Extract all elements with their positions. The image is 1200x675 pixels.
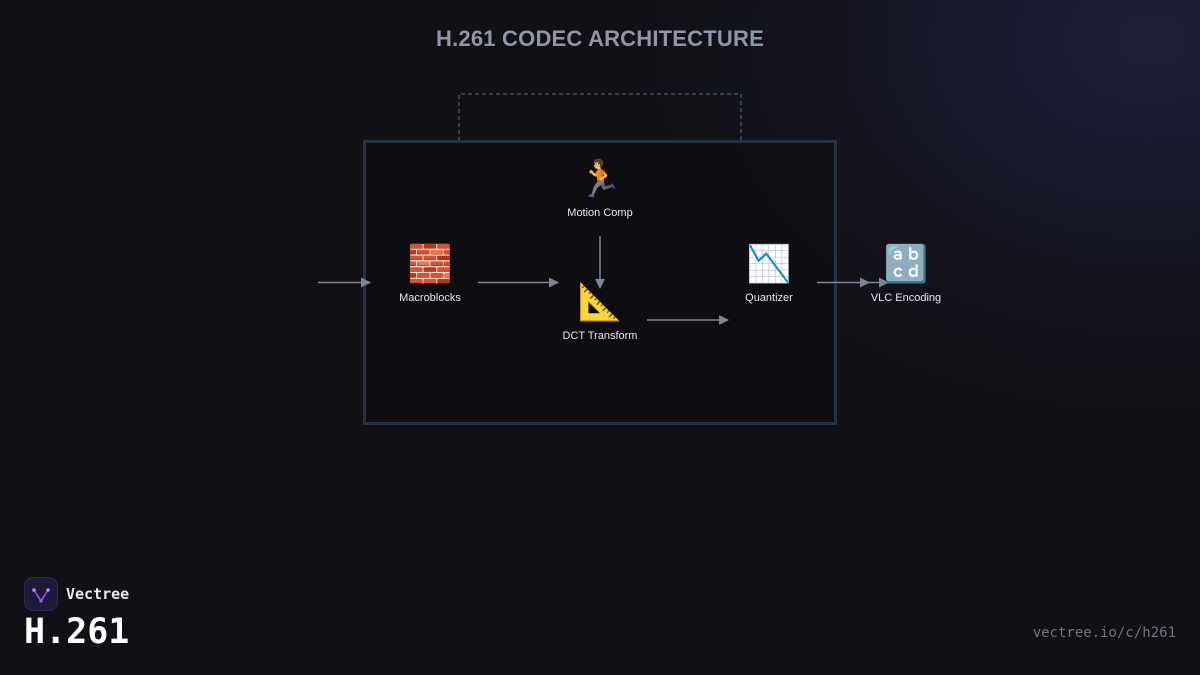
brand-block: Vectree xyxy=(24,577,129,611)
running-person-icon: 🏃 xyxy=(577,158,623,199)
brand-name: Vectree xyxy=(66,585,130,603)
node-motion-comp: 🏃 Motion Comp xyxy=(540,157,660,219)
node-label-vlc-encoding: VLC Encoding xyxy=(870,292,942,304)
node-label-macroblocks: Macroblocks xyxy=(399,292,461,304)
node-dct-transform: 📐 DCT Transform xyxy=(540,280,660,342)
brick-icon: 🧱 xyxy=(407,243,453,284)
feedback-loop-dashed xyxy=(458,93,742,141)
node-quantizer: 📉 Quantizer xyxy=(709,242,829,304)
product-name: H.261 xyxy=(24,612,130,652)
node-macroblocks: 🧱 Macroblocks xyxy=(370,242,490,304)
node-label-motion-comp: Motion Comp xyxy=(567,207,633,219)
node-label-dct-transform: DCT Transform xyxy=(562,330,638,342)
diagram-title: H.261 CODEC ARCHITECTURE xyxy=(436,26,764,51)
triangular-ruler-icon: 📐 xyxy=(577,281,623,322)
node-label-quantizer: Quantizer xyxy=(745,292,793,304)
abcd-letters-icon: 🔡 xyxy=(883,243,929,284)
node-vlc-encoding: 🔡 VLC Encoding xyxy=(846,242,966,304)
chart-decreasing-icon: 📉 xyxy=(746,243,792,284)
vectree-logo-icon xyxy=(24,577,58,611)
source-url[interactable]: vectree.io/c/h261 xyxy=(1032,625,1176,641)
